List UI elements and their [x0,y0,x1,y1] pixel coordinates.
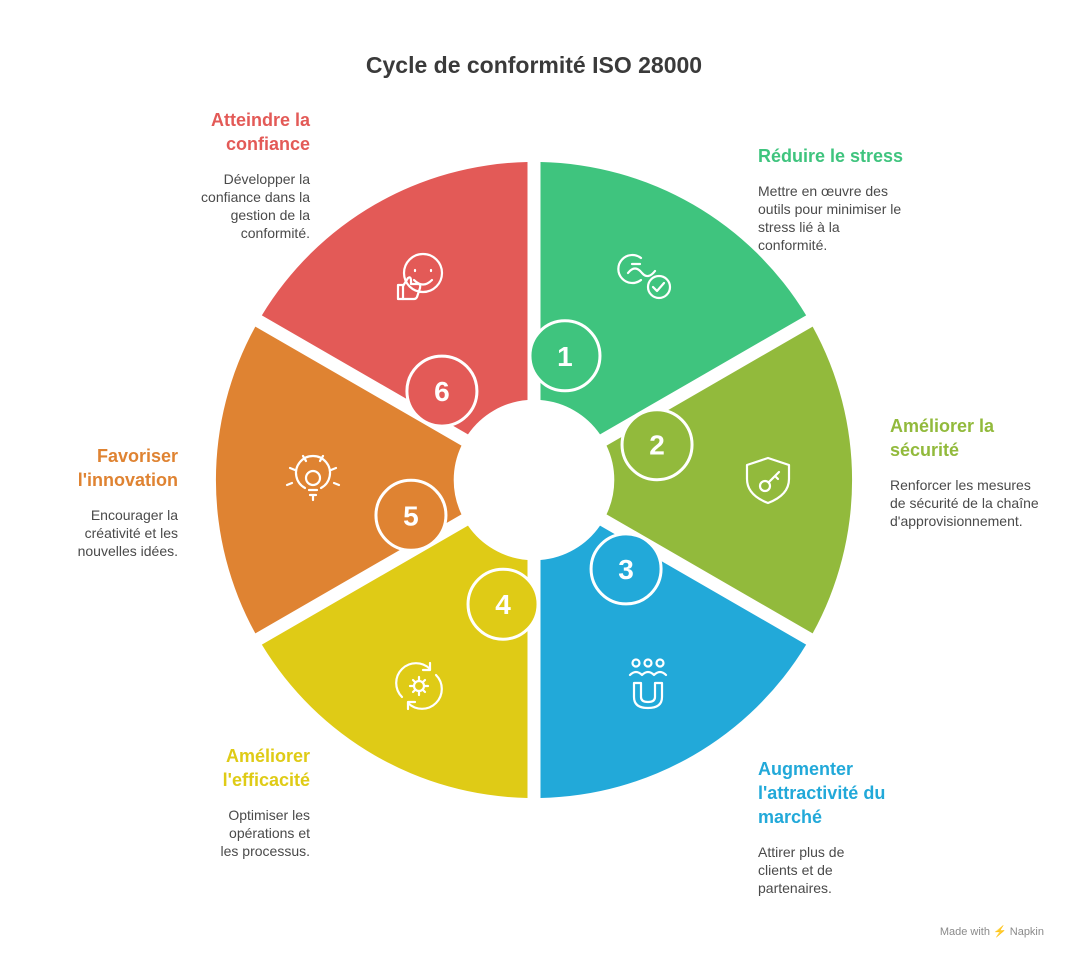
step-2-label: Améliorer la sécurité Renforcer les mesu… [890,414,1050,530]
step-2-title: Améliorer la sécurité [890,416,995,460]
step-4-label: Améliorer l'efficacité Optimiser les opé… [180,744,310,860]
step-3-badge [589,532,663,606]
step-6-title: Atteindre la confiance [210,110,310,154]
step-3-label: Augmenter l'attractivité du marché Attir… [758,757,908,897]
step-5-description: Encourager la créativité et les nouvelle… [77,507,178,559]
step-3-number: 3 [618,554,634,585]
step-6-description: Développer la confiance dans la gestion … [201,171,310,241]
gear-cycle-icon [395,661,443,711]
segment-2 [606,326,853,634]
step-4-title: Améliorer l'efficacité [222,746,310,790]
step-6-number: 6 [434,376,450,407]
step-2-number: 2 [649,430,665,461]
step-1-badge [528,319,602,393]
step-4-description: Optimiser les opérations et les processu… [220,807,310,859]
gear-lightbulb-icon [285,454,341,502]
step-1-number: 1 [557,341,573,372]
step-4-badge [466,567,540,641]
step-4-number: 4 [495,589,511,620]
diagram-title: Cycle de conformité ISO 28000 [365,52,703,78]
step-6-label: Atteindre la confiance Développer la con… [170,108,310,242]
segment-5 [215,326,462,634]
magnet-people-icon [628,658,668,710]
segment-4 [261,525,528,798]
step-5-badge [374,478,448,552]
step-5-number: 5 [403,500,419,531]
stress-relief-check-icon [617,253,672,300]
step-2-badge [620,408,694,482]
step-1-title: Réduire le stress [758,146,904,166]
step-1-description: Mettre en œuvre des outils pour minimise… [758,183,902,253]
step-3-title: Augmenter l'attractivité du marché [758,759,886,827]
smile-thumbs-up-icon [396,252,444,301]
step-6-badge [405,354,479,428]
step-5-title: Favoriser l'innovation [77,446,178,490]
segment-1 [540,162,807,435]
step-2-description: Renforcer les mesures de sécurité de la … [890,477,1039,529]
step-1-label: Réduire le stress Mettre en œuvre des ou… [758,144,928,254]
step-3-description: Attirer plus de clients et de partenaire… [758,844,845,896]
made-with-napkin-footer: Made with ⚡ Napkin [939,926,1044,938]
shield-key-icon [745,456,791,505]
step-5-label: Favoriser l'innovation Encourager la cré… [48,444,178,560]
